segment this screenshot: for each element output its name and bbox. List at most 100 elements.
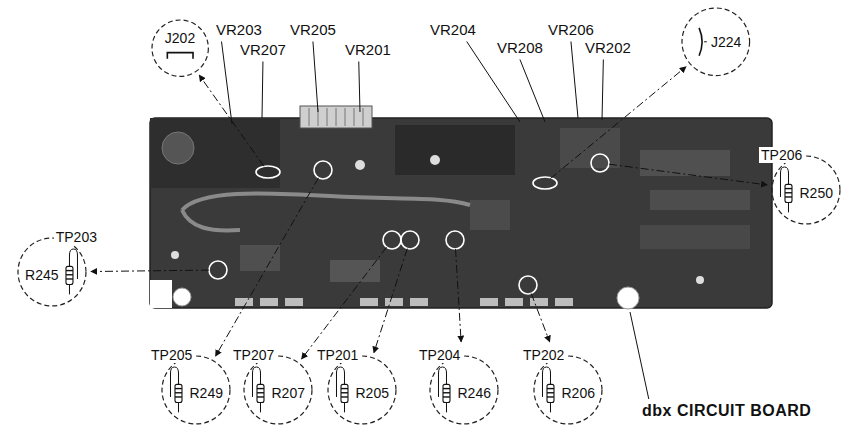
callout-circle: TP205R249: [161, 355, 231, 425]
leader-arrow: [302, 247, 387, 359]
callout-circle-outline: [534, 356, 602, 424]
leader-line: [520, 60, 545, 123]
part-label: VR205: [290, 22, 336, 39]
callout-circle: TP203R245: [17, 237, 87, 307]
resistor-band: [175, 388, 182, 389]
board-spot: [383, 231, 401, 249]
callout-circle-outline: [152, 20, 208, 76]
callout-circle-outline: [430, 356, 498, 424]
callout-label: J202: [163, 30, 197, 46]
leader-line: [359, 62, 360, 113]
resistor-band: [66, 278, 73, 279]
part-label: R245: [23, 267, 60, 283]
callout-label: TP202: [521, 347, 566, 363]
callout-label: TP201: [315, 347, 360, 363]
resistor-band: [257, 392, 264, 393]
resistor-symbol: [785, 184, 792, 202]
resistor-band: [443, 388, 450, 389]
leader-arrow: [215, 178, 318, 356]
resistor-symbol: [175, 384, 182, 402]
resistor-symbol: [257, 384, 264, 402]
callout-label: TP204: [417, 347, 462, 363]
leader-line: [602, 60, 603, 121]
resistor-band: [257, 396, 264, 397]
leader-arrow: [609, 164, 767, 185]
leader-arrow: [531, 293, 549, 342]
resistor-band: [341, 388, 348, 389]
connector-symbol: [699, 28, 702, 56]
board-spot: [519, 276, 537, 294]
leader-arrow: [550, 67, 686, 179]
part-label: R250: [798, 185, 835, 201]
dashed-circle-outline: [151, 19, 209, 77]
part-label: VR203: [216, 22, 262, 39]
leader-line: [630, 312, 649, 399]
part-label: VR204: [430, 22, 476, 39]
callout-circle: TP204R246: [429, 355, 499, 425]
resistor-band: [341, 396, 348, 397]
resistor-band: [785, 188, 792, 189]
board-spot: [209, 261, 227, 279]
leader-line: [222, 42, 232, 125]
callout-label: TP205: [149, 347, 194, 363]
board-spot: [401, 231, 419, 249]
part-label: R205: [354, 385, 391, 401]
callout-label: J224: [709, 34, 743, 50]
resistor-band: [175, 396, 182, 397]
part-label: VR202: [585, 40, 631, 57]
leader-line: [704, 41, 707, 42]
board-spot: [446, 231, 464, 249]
part-label: R246: [456, 385, 493, 401]
resistor-band: [175, 392, 182, 393]
resistor-symbol: [341, 384, 348, 402]
callout-circle-outline: [682, 8, 750, 76]
callout-label: TP203: [54, 229, 99, 245]
resistor-band: [785, 192, 792, 193]
callout-circle: J202: [151, 19, 209, 77]
callout-circle-outline: [328, 356, 396, 424]
resistor-symbol: [547, 384, 554, 402]
part-label: VR208: [497, 40, 543, 57]
resistor-band: [547, 388, 554, 389]
board-title: dbx CIRCUIT BOARD: [642, 402, 811, 420]
leader-arrow: [374, 249, 407, 353]
board-spot: [314, 161, 332, 179]
resistor-band: [547, 396, 554, 397]
board-spot: [533, 177, 557, 189]
resistor-symbol: [443, 384, 450, 402]
part-label: VR207: [240, 42, 286, 59]
leader-arrow: [91, 270, 209, 271]
callout-circle: TP201R205: [327, 355, 397, 425]
part-label: R207: [270, 385, 307, 401]
connector-symbol: [167, 52, 193, 58]
part-label: R206: [560, 385, 597, 401]
callout-circle: TP207R207: [243, 355, 313, 425]
leader-line: [313, 42, 318, 113]
board-spot: [256, 166, 280, 178]
leader-line: [571, 42, 578, 119]
resistor-symbol: [66, 266, 73, 284]
callout-circle-outline: [162, 356, 230, 424]
resistor-band: [785, 196, 792, 197]
callout-circle: J224: [681, 7, 751, 77]
resistor-band: [341, 392, 348, 393]
part-label: R249: [188, 385, 225, 401]
callout-circle-outline: [244, 356, 312, 424]
callout-circle: TP206R250: [771, 155, 841, 225]
callout-circle-outline: [772, 156, 840, 224]
board-spot: [591, 154, 609, 172]
resistor-band: [66, 274, 73, 275]
callout-label: TP207: [231, 347, 276, 363]
part-label: VR206: [548, 22, 594, 39]
callout-circle-outline: [18, 238, 86, 306]
resistor-band: [66, 270, 73, 271]
resistor-band: [443, 392, 450, 393]
leader-line: [262, 62, 264, 119]
callout-label: TP206: [759, 147, 804, 163]
leader-arrow: [456, 249, 462, 342]
callout-circle: TP202R206: [533, 355, 603, 425]
resistor-band: [257, 388, 264, 389]
